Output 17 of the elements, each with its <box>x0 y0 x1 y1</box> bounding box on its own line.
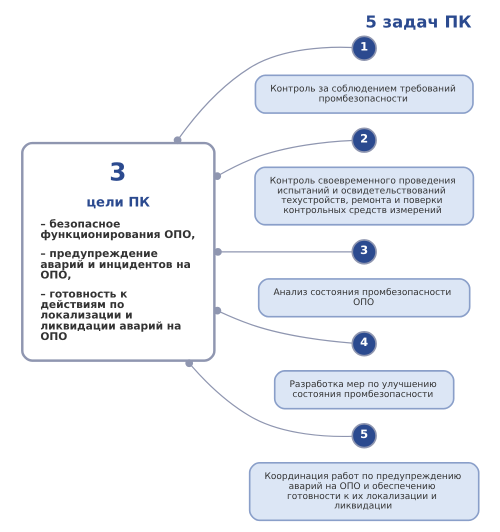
node-box: Координация работ по предупреждению аварий на ОПО и обеспечению готовности к их локализации и ликвидации <box>248 462 480 522</box>
node-circle: 3 <box>350 239 376 265</box>
node-circle: 2 <box>350 127 376 153</box>
connector <box>184 359 352 438</box>
diagram-title: 5 задач ПК <box>364 12 472 32</box>
node-box: Разработка мер по улучшению состояния промбезопасности <box>273 370 454 410</box>
node-box: 3 цели ПК – безопасное функционирования ОПО, – предупреждение аварий и инцидентов на ОПО, – готовность к действиям по локализации и ликвидации аварий на ОПО <box>20 142 216 362</box>
connector <box>214 248 352 256</box>
connector <box>212 306 352 344</box>
node-box: Контроль своевременного проведения испытаний и освидетельствований техустройств, ремонта и поверки контрольных средств измерений <box>254 166 474 226</box>
node-box: Контроль за соблюдением требований промбезопасности <box>254 74 474 114</box>
node-box: Анализ состояния промбезопасности ОПО <box>257 278 470 318</box>
node-circle: 5 <box>350 423 376 448</box>
connector <box>173 46 352 144</box>
node-circle: 1 <box>350 36 376 61</box>
connector <box>212 140 352 180</box>
node-circle: 4 <box>350 331 376 356</box>
